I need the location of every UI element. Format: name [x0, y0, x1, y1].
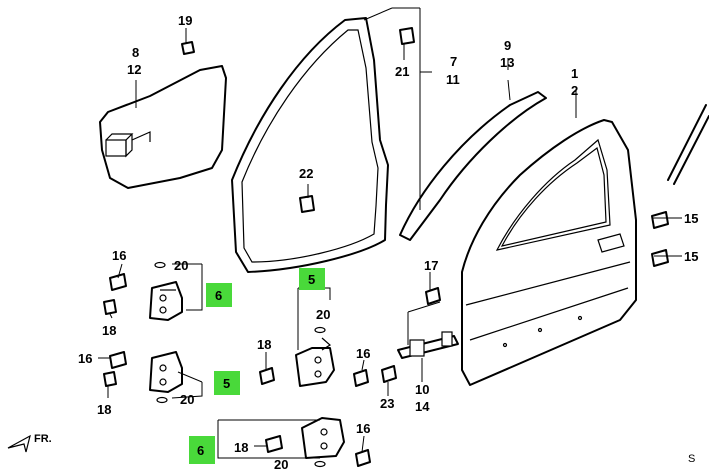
callout-12: 12 — [127, 62, 141, 77]
upper-hinge-door-side — [295, 337, 335, 387]
front-direction-arrow: FR. — [7, 433, 52, 453]
highlighted-callout-5-lower: 5 — [214, 371, 240, 395]
callout-10: 10 — [415, 382, 429, 397]
lower-hinge-door-side — [301, 417, 345, 459]
callout-13: 13 — [500, 55, 514, 70]
callout-16-a: 16 — [112, 248, 126, 263]
svg-text:5: 5 — [308, 272, 315, 287]
callout-14: 14 — [415, 399, 430, 414]
callout-23: 23 — [380, 396, 394, 411]
callout-2: 2 — [571, 83, 578, 98]
callout-21: 21 — [395, 64, 409, 79]
svg-text:6: 6 — [215, 288, 222, 303]
svg-text:6: 6 — [197, 443, 204, 458]
lower-hinge-body — [149, 351, 183, 393]
highlighted-callout-6-bottom: 6 — [189, 436, 215, 464]
bolt-icon — [103, 27, 669, 467]
callout-11: 11 — [446, 72, 460, 87]
callout-18-b: 18 — [97, 402, 111, 417]
callout-16-c: 16 — [356, 346, 370, 361]
callout-18-d: 18 — [234, 440, 248, 455]
callout-16-d: 16 — [356, 421, 370, 436]
corner-code: S — [688, 453, 695, 465]
callout-1: 1 — [571, 66, 578, 81]
callout-22: 22 — [299, 166, 313, 181]
callouts: 1 2 7 11 8 12 9 13 19 21 22 15 15 16 18 … — [78, 13, 698, 472]
weatherstrip — [231, 17, 389, 273]
callout-20-c: 20 — [316, 307, 330, 322]
callout-17: 17 — [424, 258, 438, 273]
callout-20-a: 20 — [174, 258, 188, 273]
callout-20-b: 20 — [180, 392, 194, 407]
highlighted-callout-6-upper: 6 — [206, 283, 232, 307]
leader-lines — [98, 7, 682, 459]
washer-icon — [154, 261, 326, 468]
svg-text:5: 5 — [223, 376, 230, 391]
door-checker — [397, 331, 459, 359]
callout-19: 19 — [178, 13, 192, 28]
callout-20-d: 20 — [274, 457, 288, 472]
callout-16-b: 16 — [78, 351, 92, 366]
callout-8: 8 — [132, 45, 139, 60]
upper-hinge-body — [149, 281, 183, 321]
callout-15-upper: 15 — [684, 211, 698, 226]
callout-18-a: 18 — [102, 323, 116, 338]
front-direction-label: FR. — [34, 433, 52, 445]
door-trim-strip — [667, 104, 709, 185]
hole-seal — [99, 65, 227, 189]
run-channel — [399, 91, 547, 241]
highlighted-callout-5-middle: 5 — [299, 268, 325, 290]
door-panel — [461, 119, 637, 386]
callout-7: 7 — [450, 54, 457, 69]
callout-15-lower: 15 — [684, 249, 698, 264]
callout-9: 9 — [504, 38, 511, 53]
callout-18-c: 18 — [257, 337, 271, 352]
